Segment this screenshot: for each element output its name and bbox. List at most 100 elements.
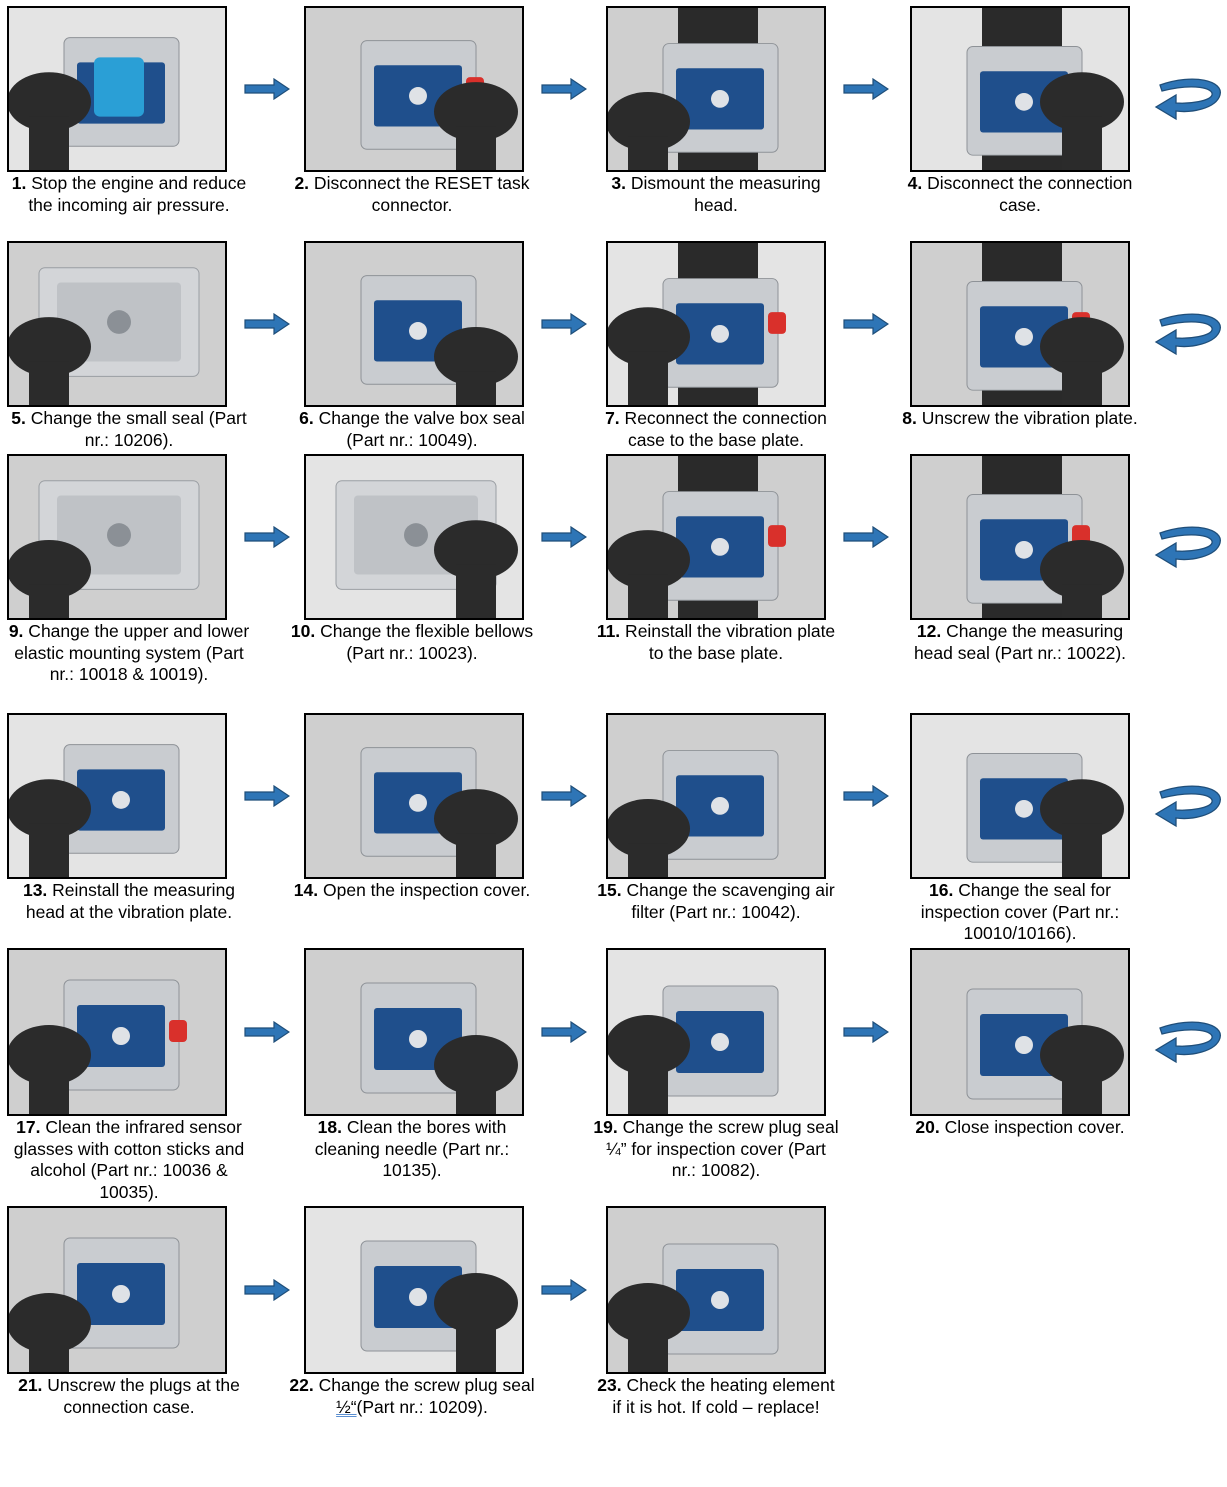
right-arrow-icon: [244, 526, 290, 548]
right-arrow-icon: [843, 313, 889, 335]
u-turn-arrow-icon: [1154, 313, 1221, 356]
step-photo: [7, 948, 227, 1116]
right-arrow-icon: [541, 526, 587, 548]
step-number: 7.: [605, 408, 620, 428]
u-turn-arrow-icon: [1154, 1021, 1221, 1064]
step-photo: [7, 6, 227, 172]
step-text: Change the small seal (Part nr.: 10206).: [25, 408, 247, 450]
right-arrow-icon: [541, 313, 587, 335]
step-photo: [606, 6, 826, 172]
step-number: 6.: [299, 408, 314, 428]
step-text: Change the screw plug seal: [313, 1375, 535, 1395]
step-number: 5.: [11, 408, 26, 428]
step-caption: 6. Change the valve box seal (Part nr.: …: [288, 408, 536, 451]
step-text: Unscrew the plugs at the connection case…: [42, 1375, 240, 1417]
step-text: Clean the infrared sensor glasses with c…: [13, 1117, 245, 1202]
step-caption: 3. Dismount the measuring head.: [592, 173, 840, 216]
right-arrow-icon: [541, 1279, 587, 1301]
step-text: Reconnect the connection case to the bas…: [619, 408, 827, 450]
step-caption: 23. Check the heating element if it is h…: [592, 1375, 840, 1418]
right-arrow-icon: [541, 785, 587, 807]
step-photo: [304, 713, 524, 879]
step-number: 14.: [293, 880, 319, 900]
step-photo: [7, 713, 227, 879]
step-photo: [606, 713, 826, 879]
step-number: 15.: [597, 880, 622, 900]
step-caption: 14. Open the inspection cover.: [288, 880, 536, 902]
step-number: 13.: [22, 880, 48, 900]
step-caption: 10. Change the flexible bellows (Part nr…: [288, 621, 536, 664]
step-text-after: (Part nr.: 10209).: [356, 1396, 488, 1417]
step-text: Change the flexible bellows (Part nr.: 1…: [315, 621, 534, 663]
right-arrow-icon: [541, 78, 587, 100]
step-number: 21.: [18, 1375, 43, 1395]
right-arrow-icon: [843, 785, 889, 807]
step-caption: 21. Unscrew the plugs at the connection …: [5, 1375, 253, 1418]
right-arrow-icon: [541, 1021, 587, 1043]
step-text: Dismount the measuring head.: [626, 173, 821, 215]
step-number: 8.: [902, 408, 917, 428]
step-text: Change the scavenging air filter (Part n…: [621, 880, 835, 922]
step-caption: 5. Change the small seal (Part nr.: 1020…: [5, 408, 253, 451]
step-number: 4.: [907, 173, 923, 193]
u-turn-arrow-icon: [1154, 526, 1221, 569]
step-caption: 17. Clean the infrared sensor glasses wi…: [5, 1117, 253, 1203]
step-caption: 11. Reinstall the vibration plate to the…: [592, 621, 840, 664]
u-turn-arrow-icon: [1154, 78, 1221, 121]
step-text: Clean the bores with cleaning needle (Pa…: [314, 1117, 510, 1180]
step-text-underlined: ½“: [336, 1396, 357, 1417]
step-number: 17.: [16, 1117, 41, 1137]
step-number: 22.: [289, 1375, 314, 1395]
step-caption: 8. Unscrew the vibration plate.: [896, 408, 1144, 430]
step-photo: [910, 713, 1130, 879]
right-arrow-icon: [244, 78, 290, 100]
step-text: Change the upper and lower elastic mount…: [14, 621, 250, 684]
step-caption: 12. Change the measuring head seal (Part…: [896, 621, 1144, 664]
step-number: 10.: [290, 621, 316, 641]
step-text: Reinstall the vibration plate to the bas…: [620, 621, 836, 663]
step-caption: 2. Disconnect the RESET task connector.: [288, 173, 536, 216]
step-photo: [910, 454, 1130, 620]
step-photo: [910, 241, 1130, 407]
step-text: Change the seal for inspection cover (Pa…: [920, 880, 1120, 943]
step-number: 20.: [915, 1117, 940, 1137]
step-text: Change the screw plug seal ¼” for inspec…: [606, 1117, 839, 1180]
step-caption: 1. Stop the engine and reduce the incomi…: [5, 173, 253, 216]
step-number: 18.: [317, 1117, 342, 1137]
right-arrow-icon: [244, 1279, 290, 1301]
step-text: Open the inspection cover.: [318, 880, 531, 900]
step-number: 16.: [929, 880, 954, 900]
right-arrow-icon: [244, 313, 290, 335]
step-photo: [910, 948, 1130, 1116]
step-number: 12.: [916, 621, 942, 641]
step-caption: 7. Reconnect the connection case to the …: [592, 408, 840, 451]
step-caption: 9. Change the upper and lower elastic mo…: [5, 621, 253, 686]
step-number: 19.: [593, 1117, 618, 1137]
step-caption: 19. Change the screw plug seal ¼” for in…: [592, 1117, 840, 1182]
step-number: 11.: [596, 621, 621, 641]
step-photo: [304, 6, 524, 172]
step-photo: [304, 454, 524, 620]
step-text: Close inspection cover.: [939, 1117, 1125, 1137]
step-caption: 18. Clean the bores with cleaning needle…: [288, 1117, 536, 1182]
right-arrow-icon: [244, 785, 290, 807]
step-number: 3.: [611, 173, 627, 193]
step-text: Check the heating element if it is hot. …: [612, 1375, 835, 1417]
step-caption: 20. Close inspection cover.: [896, 1117, 1144, 1139]
step-caption: 13. Reinstall the measuring head at the …: [5, 880, 253, 923]
step-number: 1.: [11, 173, 27, 193]
step-photo: [606, 948, 826, 1116]
step-photo: [7, 454, 227, 620]
step-text: Change the valve box seal (Part nr.: 100…: [313, 408, 525, 450]
step-photo: [304, 1206, 524, 1374]
step-photo: [910, 6, 1130, 172]
step-text: Unscrew the vibration plate.: [916, 408, 1138, 428]
step-text: Disconnect the RESET task connector.: [309, 173, 530, 215]
step-photo: [7, 1206, 227, 1374]
step-number: 2.: [294, 173, 310, 193]
step-photo: [304, 241, 524, 407]
step-text: Disconnect the connection case.: [922, 173, 1133, 215]
step-photo: [606, 454, 826, 620]
step-caption: 4. Disconnect the connection case.: [896, 173, 1144, 216]
step-photo: [606, 241, 826, 407]
